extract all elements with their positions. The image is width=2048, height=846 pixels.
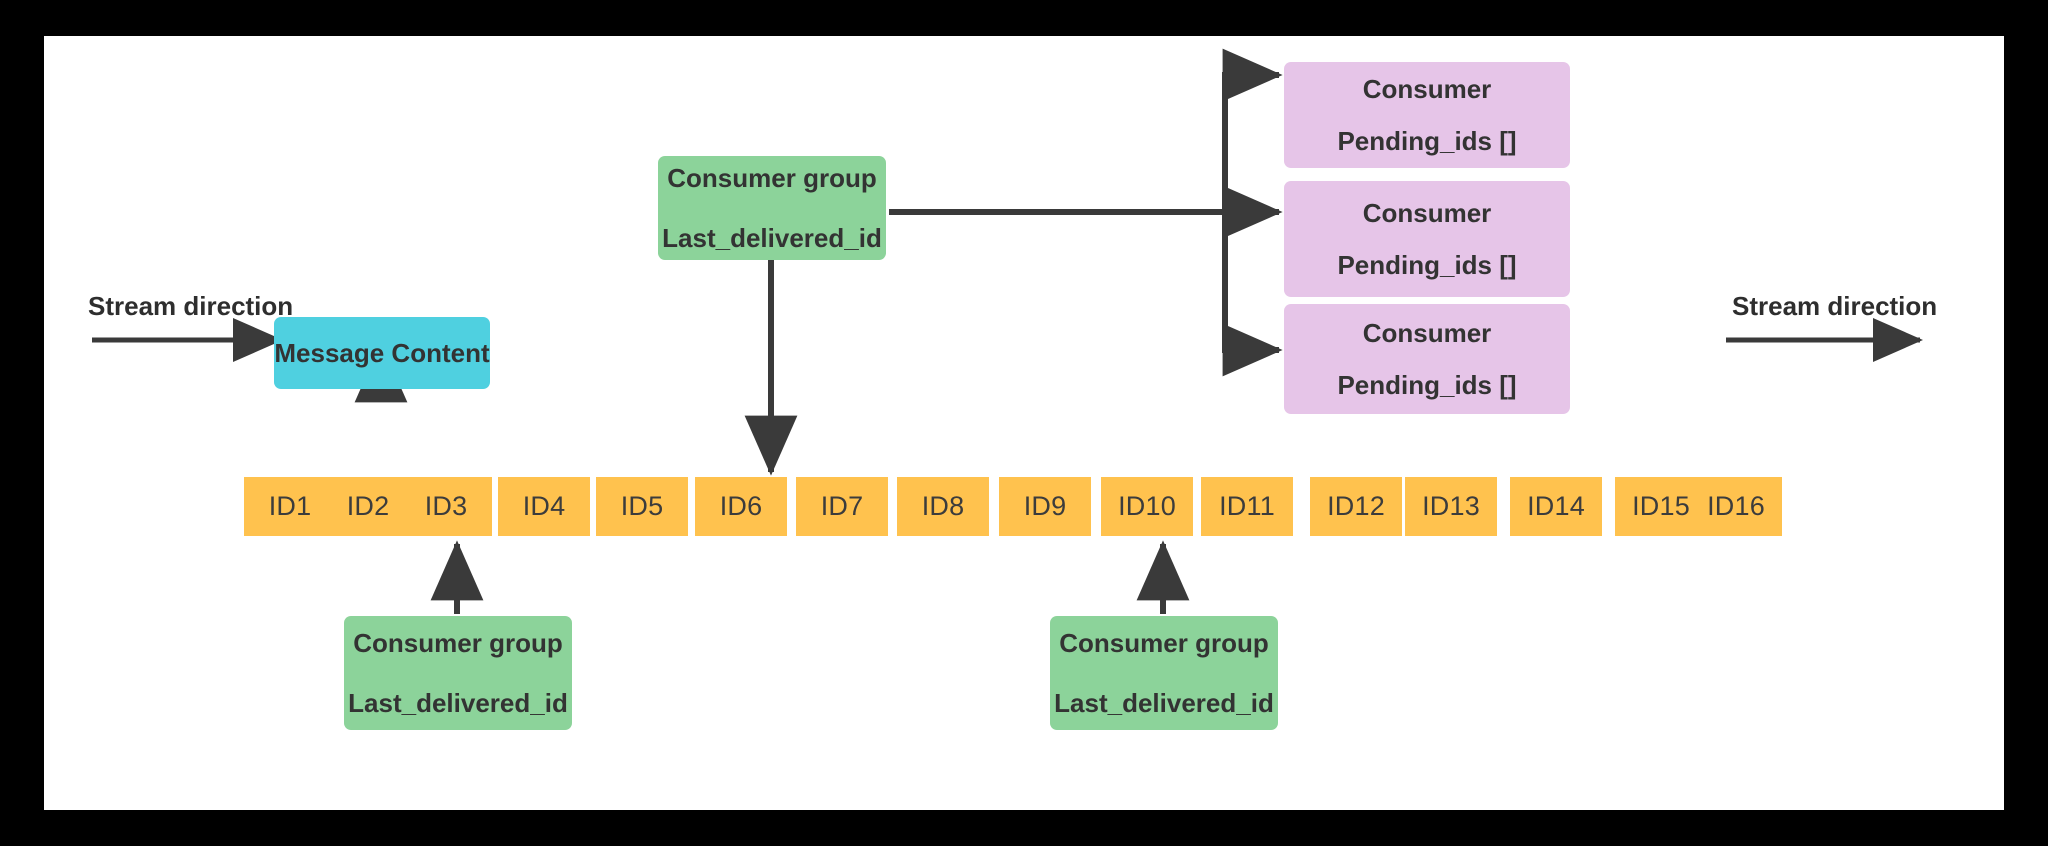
- stream-entry-id13[interactable]: ID13: [1405, 477, 1497, 536]
- stream-entry-label: ID3: [424, 491, 468, 521]
- consumer-title: Consumer: [1362, 74, 1492, 104]
- stream-entry-label: ID15: [1632, 491, 1690, 521]
- stream-entry-id11[interactable]: ID11: [1201, 477, 1293, 536]
- consumer-group-title: Consumer group: [667, 163, 877, 193]
- stream-entry-id2[interactable]: ID2: [322, 477, 414, 536]
- message-content-label: Message Content: [274, 338, 490, 368]
- stream-entry-label: ID16: [1707, 491, 1765, 521]
- stream-entry-id4[interactable]: ID4: [498, 477, 590, 536]
- consumer-group-left[interactable]: Consumer group Last_delivered_id: [344, 616, 572, 730]
- consumer-box-3[interactable]: Consumer Pending_ids []: [1284, 304, 1570, 414]
- stream-entry-label: ID9: [1023, 491, 1067, 521]
- stream-direction-label-right: Stream direction: [1732, 291, 1938, 321]
- stream-entry-id16[interactable]: ID16: [1690, 477, 1782, 536]
- consumer-pending-ids: Pending_ids []: [1337, 250, 1517, 280]
- message-content-box[interactable]: Message Content: [274, 317, 490, 389]
- stream-entry-id12[interactable]: ID12: [1310, 477, 1402, 536]
- consumer-pending-ids: Pending_ids []: [1337, 370, 1517, 400]
- stream-entry-label: ID12: [1327, 491, 1385, 521]
- stream-entry-id1[interactable]: ID1: [244, 477, 336, 536]
- consumer-pending-ids: Pending_ids []: [1337, 126, 1517, 156]
- stream-entry-label: ID11: [1219, 491, 1275, 521]
- stream-entry-label: ID13: [1422, 491, 1480, 521]
- stream-entry-label: ID10: [1118, 491, 1176, 521]
- stream-entry-id9[interactable]: ID9: [999, 477, 1091, 536]
- consumer-group-field: Last_delivered_id: [1054, 688, 1274, 718]
- diagram-canvas: Stream direction Stream direction Messag…: [44, 36, 2004, 810]
- stream-entry-label: ID6: [719, 491, 763, 521]
- consumer-group-title: Consumer group: [353, 628, 563, 658]
- consumer-group-right[interactable]: Consumer group Last_delivered_id: [1050, 616, 1278, 730]
- stream-entry-id6[interactable]: ID6: [695, 477, 787, 536]
- stream-entry-id7[interactable]: ID7: [796, 477, 888, 536]
- consumer-group-title: Consumer group: [1059, 628, 1269, 658]
- stream-direction-label-left: Stream direction: [88, 291, 294, 321]
- consumer-title: Consumer: [1362, 318, 1492, 348]
- stream-entry-label: ID14: [1527, 491, 1585, 521]
- stream-entry-label: ID8: [921, 491, 965, 521]
- stream-entry-id8[interactable]: ID8: [897, 477, 989, 536]
- stream-entry-id3[interactable]: ID3: [400, 477, 492, 536]
- stream-entry-label: ID7: [820, 491, 864, 521]
- consumer-box-2[interactable]: Consumer Pending_ids []: [1284, 181, 1570, 297]
- consumer-group-field: Last_delivered_id: [348, 688, 568, 718]
- stream-entry-id5[interactable]: ID5: [596, 477, 688, 536]
- connector-layer: [92, 48, 1924, 614]
- stream-entry-label: ID2: [346, 491, 390, 521]
- consumer-box-1[interactable]: Consumer Pending_ids []: [1284, 62, 1570, 168]
- consumer-title: Consumer: [1362, 198, 1492, 228]
- consumer-group-field: Last_delivered_id: [662, 223, 882, 253]
- stream-entry-label: ID4: [522, 491, 566, 521]
- consumer-group-middle[interactable]: Consumer group Last_delivered_id: [658, 156, 886, 260]
- stream-entry-label: ID5: [620, 491, 664, 521]
- stream-entry-id10[interactable]: ID10: [1101, 477, 1193, 536]
- stream-entry-id14[interactable]: ID14: [1510, 477, 1602, 536]
- stream-entry-label: ID1: [268, 491, 312, 521]
